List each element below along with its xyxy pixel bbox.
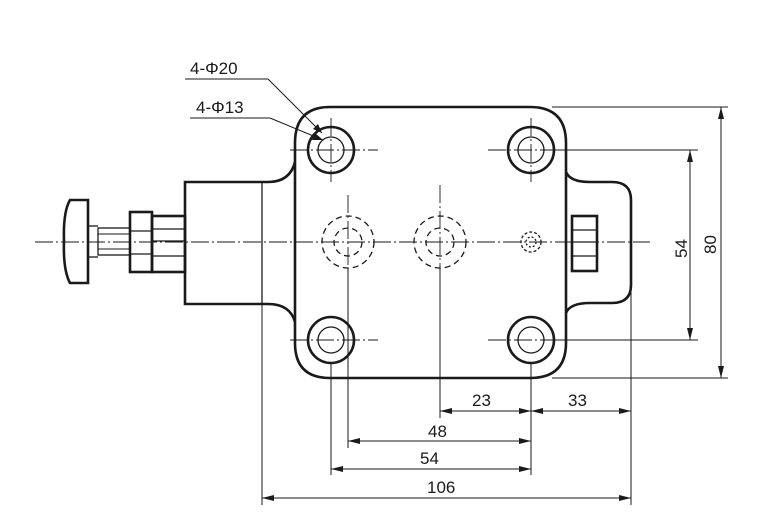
dim-label-54-vertical: 54: [672, 239, 691, 258]
dimension-54-horizontal: [331, 466, 531, 472]
dim-label-23: 23: [472, 391, 491, 410]
knob-head: [62, 198, 90, 285]
valve-body: [183, 105, 633, 380]
counterbore-callout-label: 4-Φ20: [190, 59, 238, 78]
right-boss-outline: [564, 171, 633, 314]
dimension-23-33: [440, 408, 631, 414]
extension-lines: [261, 106, 728, 505]
dim-label-48: 48: [428, 422, 447, 441]
plug-nut-body: [570, 214, 599, 273]
dim-label-80: 80: [701, 235, 720, 254]
center-lines: [35, 118, 650, 341]
body-outline: [293, 105, 568, 380]
dimension-54-vertical: [687, 150, 693, 340]
bonnet: [150, 214, 187, 274]
hole-callout-label: 4-Φ13: [196, 98, 244, 117]
dimension-106: [262, 495, 631, 501]
screw-stem: [97, 227, 131, 256]
dimension-80: [718, 107, 724, 378]
adjusting-knob: [62, 198, 187, 285]
dim-label-106: 106: [427, 478, 455, 497]
dim-label-54-horizontal: 54: [420, 449, 439, 468]
callout-leaders: [185, 78, 324, 141]
dim-label-33: 33: [568, 391, 587, 410]
plug-nut: [570, 214, 599, 273]
dimension-48: [348, 438, 531, 444]
